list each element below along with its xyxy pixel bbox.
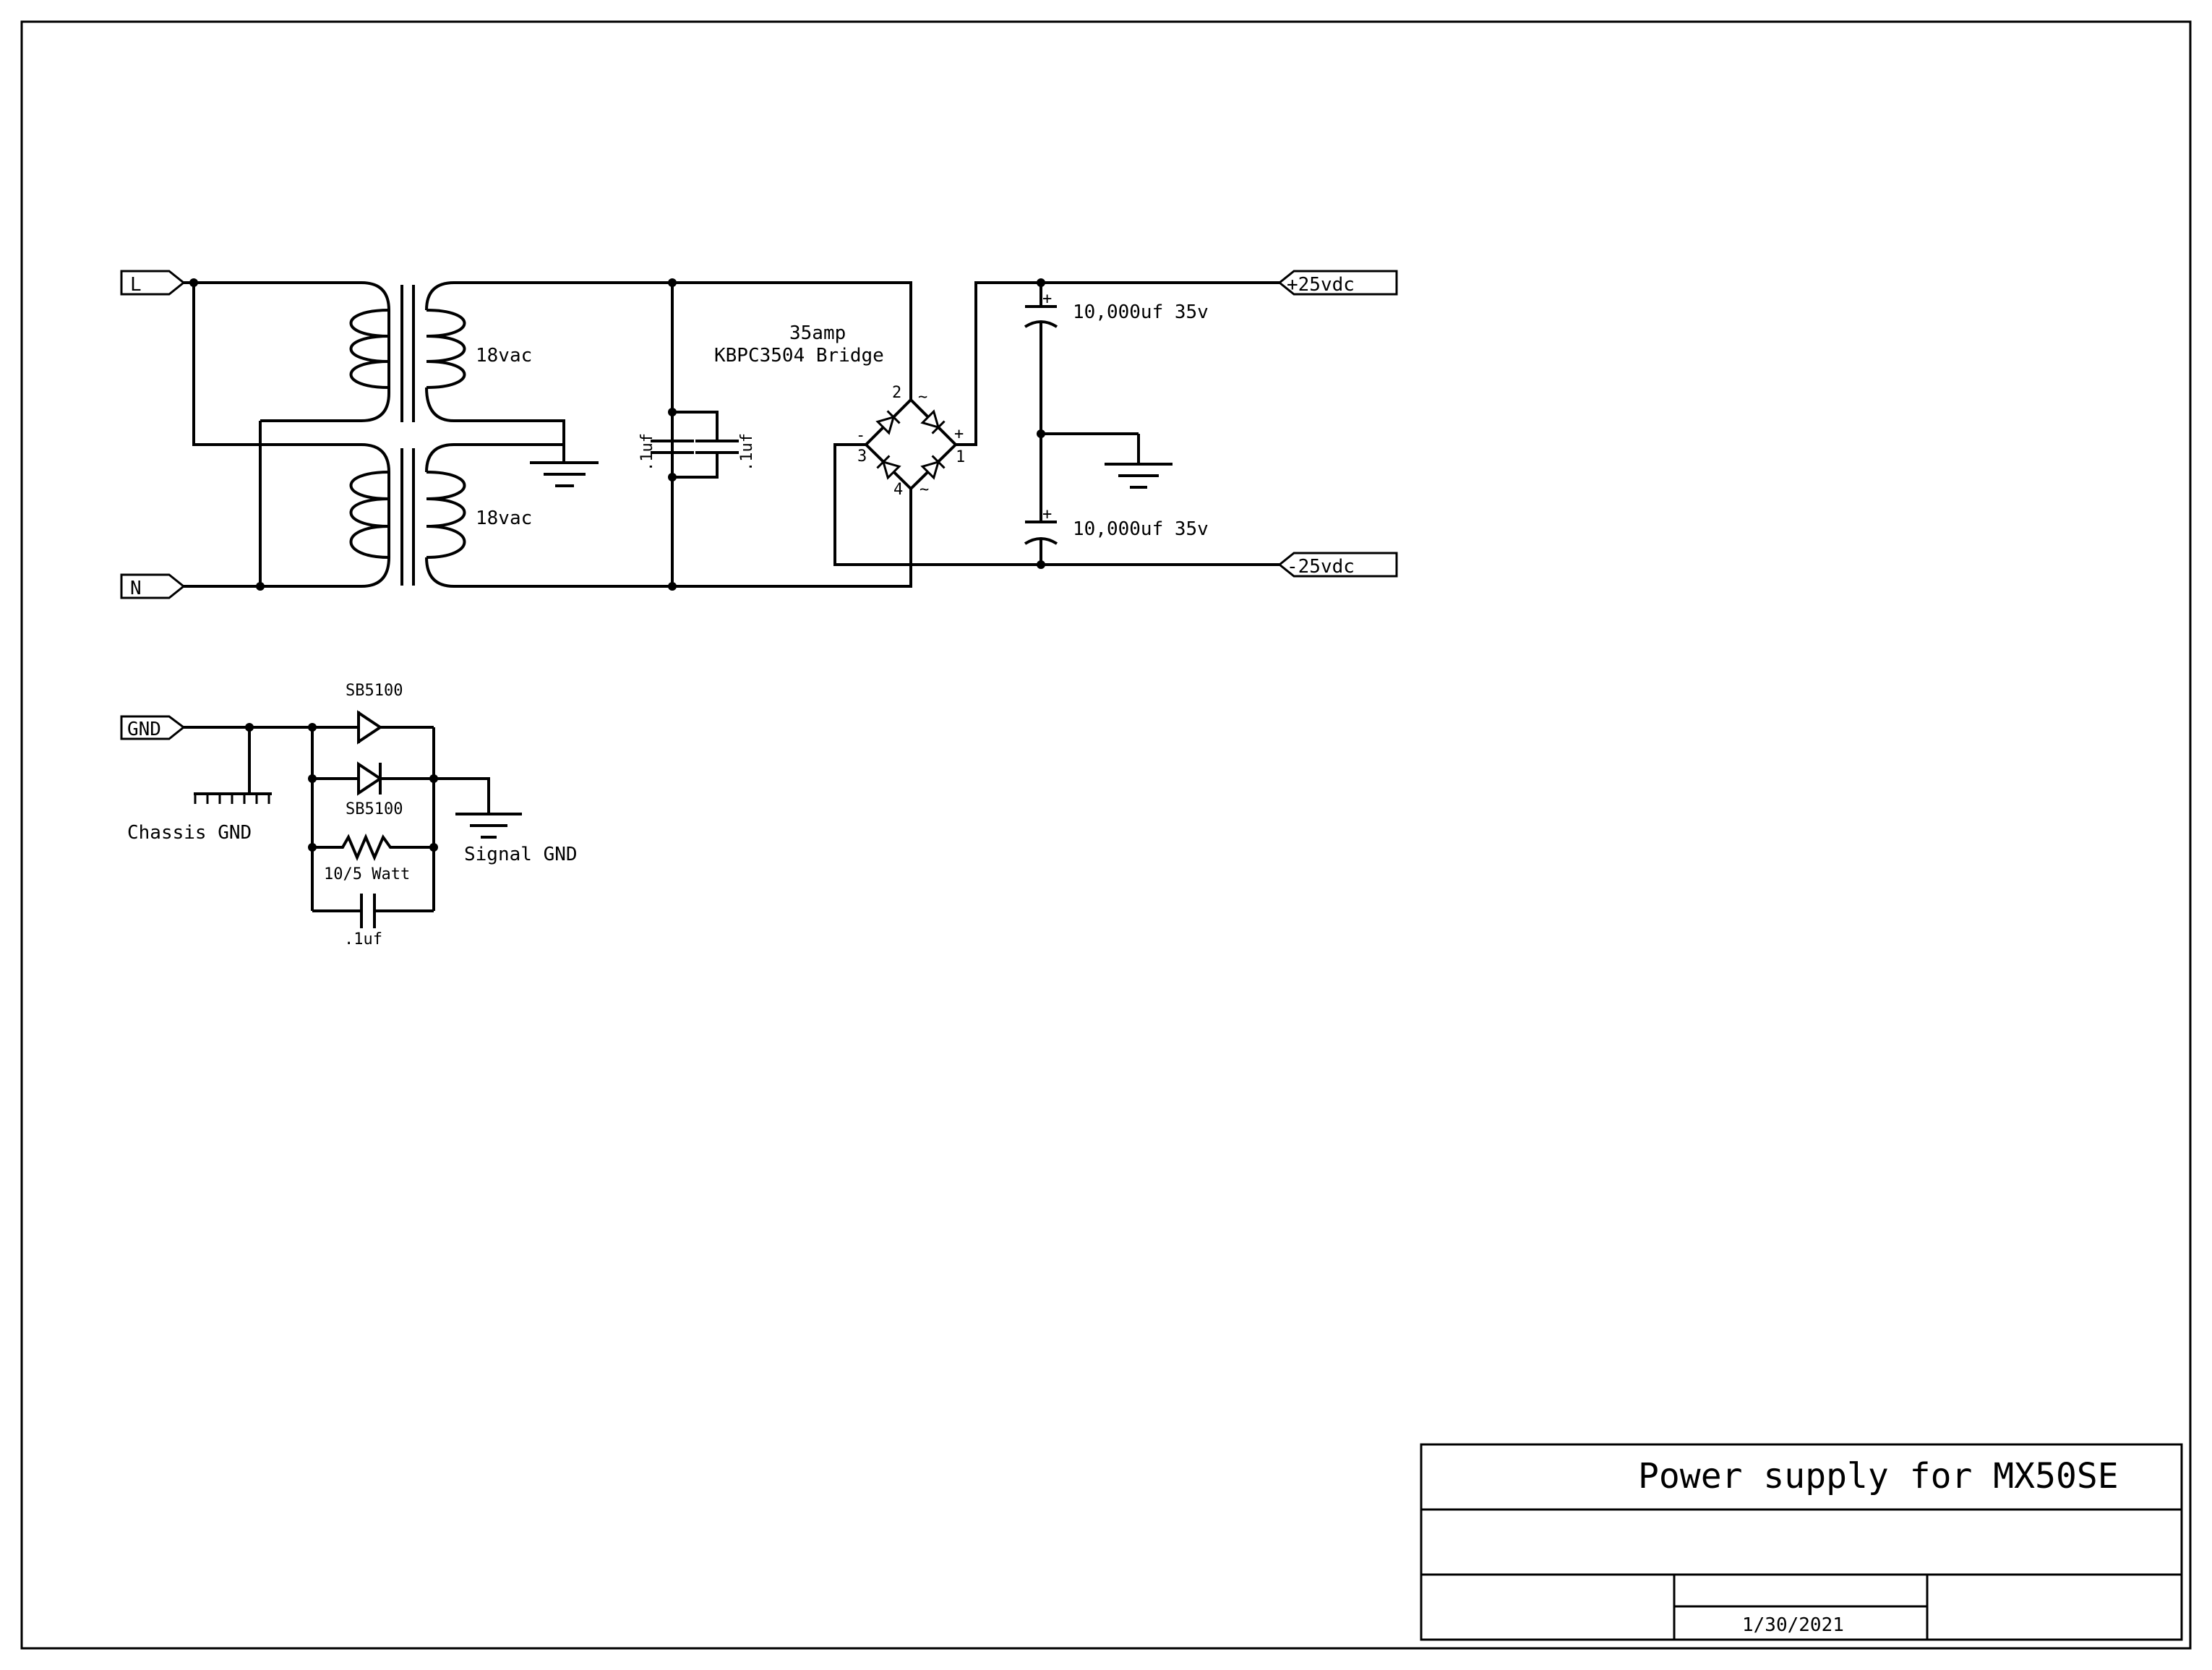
bridge-pin-4: 4 [893,481,903,499]
port-negative-output: -25vdc [1277,552,1398,578]
resistor: 10/5 Watt [312,833,434,883]
filter-capacitor-lower: + 10,000uf 35v [1024,505,1209,545]
bridge-minus-mark: - [856,427,865,445]
bridge-ac-mark-bottom: ~ [919,481,929,499]
diode-bottom: SB5100 [346,761,403,818]
drawing-date: 1/30/2021 [1742,1614,1844,1636]
filter-lower-polarity: + [1042,505,1052,523]
port-positive-output: +25vdc [1277,270,1398,296]
filter-capacitor-upper: + 10,000uf 35v [1024,290,1209,328]
port-negative-label: -25vdc [1287,556,1355,578]
diode-bottom-part: SB5100 [346,800,403,818]
capacitor-ground-loop: .1uf [344,894,382,949]
primary-wiring [184,281,390,588]
bridge-part-number: KBPC3504 Bridge [714,345,884,367]
ac-rails [665,281,912,588]
port-gnd: GND [120,715,186,740]
signal-ground-symbol: Signal GND [455,813,578,865]
ground-symbol-transformer [530,461,599,487]
bridge-plus-mark: + [954,425,964,443]
secondary-voltage-upper: 18vac [476,345,532,367]
transformer-upper: 18vac [349,281,665,463]
capacitor-ac-right: .1uf [695,433,756,471]
signal-gnd-label: Signal GND [464,844,578,865]
bridge-ac-mark-top: ~ [918,388,927,406]
filter-upper-value: 10,000uf 35v [1073,301,1209,323]
cap-left-value: .1uf [638,433,656,471]
dc-output-wiring [833,281,1279,566]
bridge-pin-3: 3 [857,448,867,466]
bridge-pin-2: 2 [892,384,901,402]
resistor-value: 10/5 Watt [324,865,410,883]
ground-loop-cap-value: .1uf [344,930,382,949]
port-line-label: L [130,274,142,296]
secondary-voltage-lower: 18vac [476,508,532,529]
port-neutral: N [120,573,186,599]
ground-symbol-output [1105,463,1173,489]
capacitor-ac-left: .1uf [638,433,694,471]
title-block: Power supply for MX50SE 1/30/2021 [1420,1443,2183,1641]
transformer-lower: 18vac [349,443,672,588]
drawing-border [20,20,2192,1650]
diode-top-part: SB5100 [346,682,403,700]
filter-lower-value: 10,000uf 35v [1073,518,1209,540]
chassis-ground-symbol: Chassis GND [127,727,272,844]
ground-loop-wiring [184,726,490,912]
bridge-rectifier: 35amp KBPC3504 Bridge 2 ~ + 1 - 3 4 ~ [714,322,965,499]
port-line: L [120,270,186,296]
port-positive-label: +25vdc [1287,274,1355,296]
bridge-pin-1: 1 [956,448,965,466]
filter-upper-polarity: + [1042,290,1052,308]
diode-top: SB5100 [346,682,403,745]
port-neutral-label: N [130,578,142,599]
cap-right-value: .1uf [738,433,756,471]
drawing-title: Power supply for MX50SE [1638,1456,2119,1496]
bridge-rating: 35amp [789,322,846,344]
chassis-gnd-label: Chassis GND [127,822,252,844]
port-gnd-label: GND [127,719,161,740]
